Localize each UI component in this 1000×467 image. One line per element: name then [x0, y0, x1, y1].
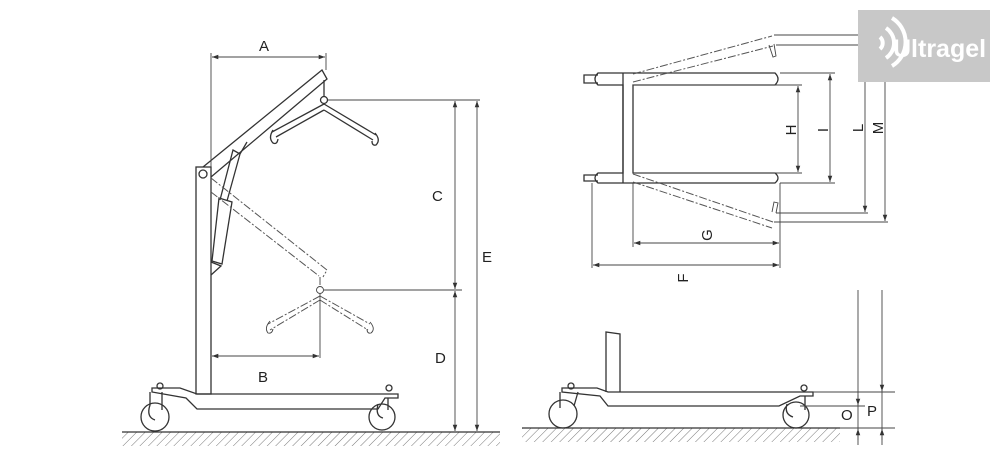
label-b: B	[258, 369, 268, 386]
label-i: I	[815, 128, 832, 132]
label-g: G	[699, 229, 716, 241]
spreader-bar	[271, 103, 377, 141]
spreader-joint	[319, 95, 329, 105]
caster-fork-front	[376, 398, 389, 419]
actuator-cylinder	[211, 197, 233, 265]
signal-waves-icon	[878, 16, 908, 68]
base-chassis	[151, 387, 399, 410]
ground-hatch	[122, 432, 500, 446]
label-p: P	[867, 403, 877, 420]
ground-hatch	[522, 428, 840, 442]
label-f: F	[675, 273, 692, 282]
hooks-lowered	[265, 320, 374, 334]
caster-fork-rear	[559, 391, 579, 408]
caster-fork-rear	[148, 392, 163, 421]
legs-spread	[632, 35, 774, 229]
caster-wheel-rear	[140, 402, 170, 432]
label-l: L	[850, 124, 867, 132]
caster-cap-rear	[567, 382, 575, 390]
pivot	[198, 169, 208, 179]
mast	[195, 166, 212, 395]
caster-fork-front	[785, 396, 806, 418]
boom-lowered	[210, 177, 328, 278]
label-c: C	[432, 188, 443, 205]
label-o: O	[841, 407, 853, 424]
spread-casters	[768, 43, 779, 214]
caster-cap-front	[385, 384, 393, 392]
caster-cap-rear	[156, 382, 164, 390]
side-view: A B C D E	[122, 38, 500, 446]
logo-text: Ultragel	[893, 35, 986, 63]
boom	[202, 69, 328, 178]
mast-stub	[605, 331, 621, 392]
caster-wheel-front	[368, 403, 396, 431]
label-m: M	[870, 122, 887, 135]
spreader-joint-lowered	[316, 286, 324, 294]
actuator-rod	[219, 141, 248, 202]
actuator-mount	[210, 261, 223, 276]
handle-stubs	[583, 74, 598, 182]
top-view: H I L M G F	[583, 34, 888, 283]
base-chassis	[561, 387, 814, 407]
label-h: H	[783, 125, 800, 136]
spreader-bar-lowered	[267, 295, 371, 331]
base-height-view: O P	[522, 290, 895, 445]
label-d: D	[435, 350, 446, 367]
ultragel-logo: Ultragel	[858, 10, 990, 82]
hooks	[269, 129, 379, 146]
caster-wheel-front	[782, 401, 810, 429]
label-a: A	[259, 38, 269, 55]
caster-cap-front	[800, 384, 808, 392]
label-e: E	[482, 249, 492, 266]
caster-wheel-rear	[548, 399, 578, 429]
